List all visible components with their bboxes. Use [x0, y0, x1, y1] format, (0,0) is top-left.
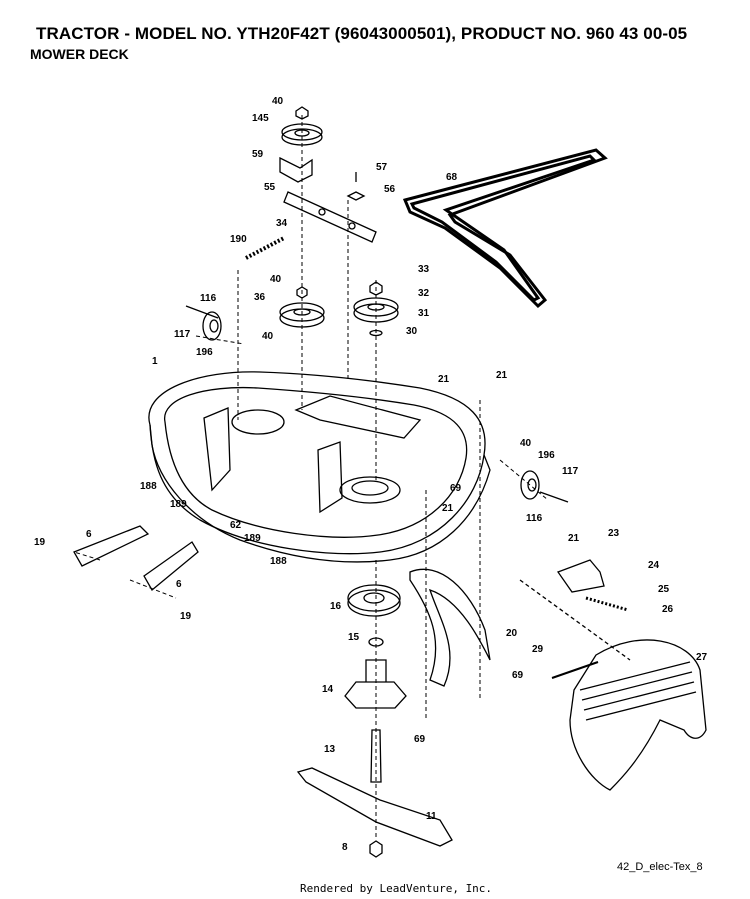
part-label: 13 [324, 744, 336, 755]
page-title: TRACTOR - MODEL NO. YTH20F42T (960430005… [36, 24, 688, 43]
gauge-wheel-left [185, 305, 222, 341]
spindle-shaft-13 [370, 729, 382, 783]
part-label: 16 [330, 601, 342, 612]
part-label: 189 [244, 533, 261, 544]
bracket-59 [279, 156, 313, 183]
part-label: 21 [568, 533, 580, 544]
part-label: 32 [418, 288, 430, 299]
part-label: 15 [348, 632, 360, 643]
part-label: 21 [442, 503, 454, 514]
part-label: 20 [506, 628, 518, 639]
diagram-code: 42_D_elec-Tex_8 [617, 861, 703, 873]
part-labels: 40 145 59 57 56 55 34 190 68 33 32 31 30… [34, 96, 708, 853]
part-label: 188 [270, 556, 287, 567]
part-label: 27 [696, 652, 708, 663]
part-label: 19 [34, 537, 46, 548]
rod-29 [551, 661, 599, 679]
part-label: 59 [252, 149, 264, 160]
spring-25 [585, 596, 629, 612]
part-label: 21 [496, 370, 508, 381]
part-label: 117 [562, 466, 579, 477]
part-label: 117 [174, 329, 191, 340]
part-label: 188 [140, 481, 157, 492]
part-label: 69 [414, 734, 426, 745]
part-label: 145 [252, 113, 269, 124]
part-label: 29 [532, 644, 544, 655]
part-label: 36 [254, 292, 266, 303]
part-label: 196 [538, 450, 555, 461]
drive-belt [402, 148, 608, 309]
part-label: 40 [262, 331, 274, 342]
part-label: 11 [426, 811, 437, 822]
adjuster-arm-lower [143, 541, 199, 591]
mower-blade-11 [296, 767, 453, 847]
part-label: 31 [418, 308, 430, 319]
baffle-20 [409, 568, 491, 687]
part-label: 19 [180, 611, 192, 622]
part-label: 21 [438, 374, 450, 385]
part-label: 190 [230, 234, 247, 245]
bolt-8 [369, 840, 383, 858]
footer-credit: Rendered by LeadVenture, Inc. [300, 882, 493, 895]
part-label: 8 [342, 842, 348, 853]
assembly-lines [73, 115, 549, 840]
gauge-wheel-right [520, 470, 569, 503]
section-subtitle: MOWER DECK [30, 46, 129, 62]
adjuster-arm-upper [73, 525, 150, 567]
spring-190 [245, 236, 285, 260]
part-label: 196 [196, 347, 213, 358]
part-label: 26 [662, 604, 674, 615]
part-label: 1 [152, 356, 158, 367]
part-label: 57 [376, 162, 388, 173]
part-label: 25 [658, 584, 670, 595]
part-label: 6 [86, 529, 92, 540]
part-label: 40 [272, 96, 284, 107]
mower-deck-housing [148, 371, 491, 563]
part-label: 40 [270, 274, 282, 285]
discharge-chute-27 [569, 639, 707, 791]
part-label: 189 [170, 499, 187, 510]
part-label: 69 [450, 483, 462, 494]
part-label: 56 [384, 184, 396, 195]
pulley-16 [347, 584, 401, 617]
part-label: 24 [648, 560, 660, 571]
part-label: 116 [526, 513, 543, 524]
part-label: 23 [608, 528, 620, 539]
part-label: 6 [176, 579, 182, 590]
part-label: 33 [418, 264, 430, 275]
part-label: 69 [512, 670, 524, 681]
part-label: 55 [264, 182, 276, 193]
part-label: 34 [276, 218, 288, 229]
part-label: 40 [520, 438, 532, 449]
part-label: 30 [406, 326, 418, 337]
part-label: 116 [200, 293, 217, 304]
part-label: 62 [230, 520, 242, 531]
bracket-23 [556, 559, 605, 593]
part-label: 14 [322, 684, 334, 695]
part-label: 68 [446, 172, 458, 183]
idler-arm-55 [283, 172, 377, 243]
